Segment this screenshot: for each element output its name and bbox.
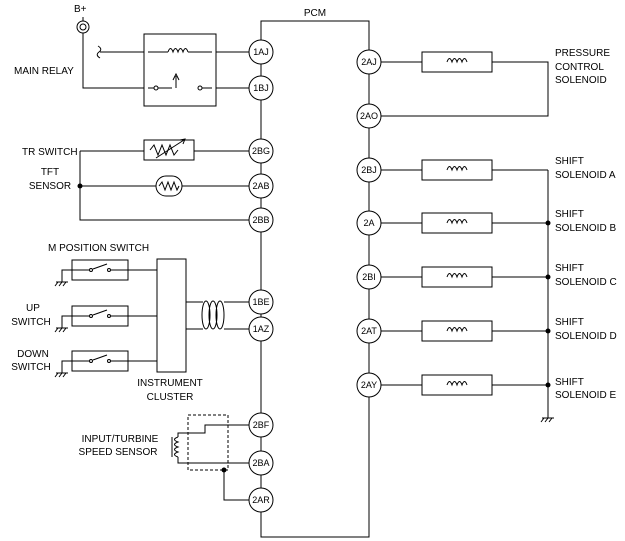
svg-text:2BI: 2BI xyxy=(362,272,376,282)
turbine-sensor-label-1: INPUT/TURBINE xyxy=(82,434,159,445)
pcm-outline xyxy=(260,20,370,538)
svg-text:2BB: 2BB xyxy=(252,215,269,225)
shift-b-label-1: SHIFT xyxy=(555,209,584,220)
instrument-cluster xyxy=(156,258,249,373)
instrument-cluster-label-2: CLUSTER xyxy=(147,392,194,403)
pressure-solenoid-label-3: SOLENOID xyxy=(555,75,607,86)
terminal-2BF: 2BF xyxy=(248,412,274,438)
tft-sensor-label-2: SENSOR xyxy=(29,181,71,192)
pressure-solenoid-label-1: PRESSURE xyxy=(555,48,610,59)
up-switch-label-1: UP xyxy=(26,303,40,314)
svg-text:2AT: 2AT xyxy=(361,326,377,336)
tft-thermistor xyxy=(155,175,183,197)
svg-text:2BG: 2BG xyxy=(252,146,270,156)
turbine-speed-sensor xyxy=(171,414,249,501)
terminal-1AJ: 1AJ xyxy=(248,39,274,65)
terminal-1BJ: 1BJ xyxy=(248,75,274,101)
tr-switch-resistor xyxy=(143,138,195,161)
shift-e-label-2: SOLENOID E xyxy=(555,390,616,401)
m-position-switch-label: M POSITION SWITCH xyxy=(48,243,149,254)
terminal-2AT: 2AT xyxy=(356,318,382,344)
shift-solenoid-a xyxy=(381,159,548,181)
terminal-2BB: 2BB xyxy=(248,207,274,233)
shift-solenoid-b xyxy=(381,212,551,234)
battery-terminal: B+ xyxy=(74,4,90,34)
turbine-sensor-label-2: SPEED SENSOR xyxy=(79,447,158,458)
terminal-2BG: 2BG xyxy=(248,138,274,164)
pressure-control-solenoid xyxy=(381,51,549,117)
svg-text:2BA: 2BA xyxy=(252,458,269,468)
down-switch xyxy=(54,350,157,378)
shift-solenoid-d xyxy=(381,320,551,342)
terminal-2AB: 2AB xyxy=(248,173,274,199)
svg-text:2A: 2A xyxy=(363,218,374,228)
svg-text:2BF: 2BF xyxy=(253,420,270,430)
terminal-2A: 2A xyxy=(356,210,382,236)
pcm-label: PCM xyxy=(304,8,326,19)
shift-solenoid-e xyxy=(381,374,551,396)
terminal-2AR: 2AR xyxy=(248,487,274,513)
terminal-2BJ: 2BJ xyxy=(356,157,382,183)
svg-text:2AY: 2AY xyxy=(361,380,377,390)
svg-text:1AJ: 1AJ xyxy=(253,47,269,57)
svg-text:1BE: 1BE xyxy=(252,297,269,307)
main-relay-box xyxy=(143,33,217,107)
down-switch-label-2: SWITCH xyxy=(11,362,50,373)
shift-d-label-1: SHIFT xyxy=(555,317,584,328)
terminal-2AJ: 2AJ xyxy=(356,49,382,75)
shift-e-label-1: SHIFT xyxy=(555,377,584,388)
m-position-switch xyxy=(54,259,157,287)
shift-a-label-2: SOLENOID A xyxy=(555,170,616,181)
terminal-2AO: 2AO xyxy=(356,103,382,129)
shift-d-label-2: SOLENOID D xyxy=(555,331,617,342)
instrument-cluster-label-1: INSTRUMENT xyxy=(137,378,203,389)
solenoid-ground xyxy=(540,170,554,423)
shift-b-label-2: SOLENOID B xyxy=(555,223,616,234)
shift-c-label-2: SOLENOID C xyxy=(555,277,617,288)
shift-c-label-1: SHIFT xyxy=(555,263,584,274)
up-switch xyxy=(54,305,157,333)
svg-text:2AJ: 2AJ xyxy=(361,57,377,67)
svg-text:2AB: 2AB xyxy=(252,181,269,191)
terminal-1AZ: 1AZ xyxy=(248,316,274,342)
svg-text:2AO: 2AO xyxy=(360,111,378,121)
up-switch-label-2: SWITCH xyxy=(11,317,50,328)
terminal-1BE: 1BE xyxy=(248,289,274,315)
svg-text:2BJ: 2BJ xyxy=(361,165,377,175)
main-relay-label: MAIN RELAY xyxy=(14,66,74,77)
svg-text:1BJ: 1BJ xyxy=(253,83,269,93)
pressure-solenoid-label-2: CONTROL xyxy=(555,62,604,73)
down-switch-label-1: DOWN xyxy=(17,349,49,360)
shift-a-label-1: SHIFT xyxy=(555,156,584,167)
tft-sensor-label-1: TFT xyxy=(41,167,59,178)
terminal-2BA: 2BA xyxy=(248,450,274,476)
svg-text:1AZ: 1AZ xyxy=(253,324,270,334)
svg-text:2AR: 2AR xyxy=(252,495,270,505)
terminal-2BI: 2BI xyxy=(356,264,382,290)
tr-switch-label: TR SWITCH xyxy=(22,147,78,158)
shift-solenoid-c xyxy=(381,266,551,288)
battery-label: B+ xyxy=(74,4,87,15)
terminal-2AY: 2AY xyxy=(356,372,382,398)
